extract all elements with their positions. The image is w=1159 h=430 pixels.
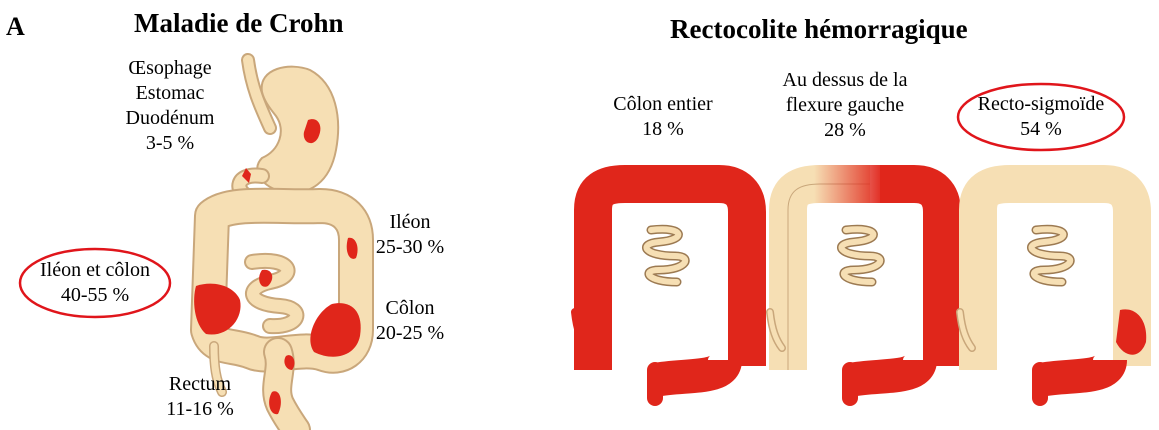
label-whole-colon-pct: 18 %: [588, 117, 738, 142]
label-upper-gi-line: 3-5 %: [100, 131, 240, 156]
label-rectosigmoid-pct: 54 %: [966, 117, 1116, 142]
label-left-flexure: Au dessus de la flexure gauche 28 %: [760, 68, 930, 143]
label-rectosigmoid-name: Recto-sigmoïde: [966, 92, 1116, 117]
label-left-flexure-pct: 28 %: [760, 118, 930, 143]
label-colon-name: Côlon: [355, 296, 465, 321]
label-ileum: Iléon 25-30 %: [355, 210, 465, 260]
label-rectum-pct: 11-16 %: [145, 397, 255, 422]
label-rectosigmoid: Recto-sigmoïde 54 %: [966, 92, 1116, 142]
rch-colon-left: [770, 165, 942, 398]
label-ileum-colon-pct: 40-55 %: [20, 283, 170, 308]
label-upper-gi-line: Duodénum: [100, 106, 240, 131]
label-ileum-colon-name: Iléon et côlon: [20, 258, 170, 283]
label-upper-gi: Œsophage Estomac Duodénum 3-5 %: [100, 56, 240, 156]
rch-colon-rectosigmoid: [960, 184, 1146, 398]
label-upper-gi-line: Œsophage: [100, 56, 240, 81]
label-colon-pct: 20-25 %: [355, 321, 465, 346]
label-left-flexure-line: flexure gauche: [760, 93, 930, 118]
label-whole-colon-name: Côlon entier: [588, 92, 738, 117]
label-ileum-name: Iléon: [355, 210, 465, 235]
label-colon: Côlon 20-25 %: [355, 296, 465, 346]
label-left-flexure-line: Au dessus de la: [760, 68, 930, 93]
label-rectum-name: Rectum: [145, 372, 255, 397]
label-ileum-colon: Iléon et côlon 40-55 %: [20, 258, 170, 308]
label-rectum: Rectum 11-16 %: [145, 372, 255, 422]
rch-colon-whole: [575, 184, 747, 398]
label-whole-colon: Côlon entier 18 %: [588, 92, 738, 142]
label-ileum-pct: 25-30 %: [355, 235, 465, 260]
label-upper-gi-line: Estomac: [100, 81, 240, 106]
